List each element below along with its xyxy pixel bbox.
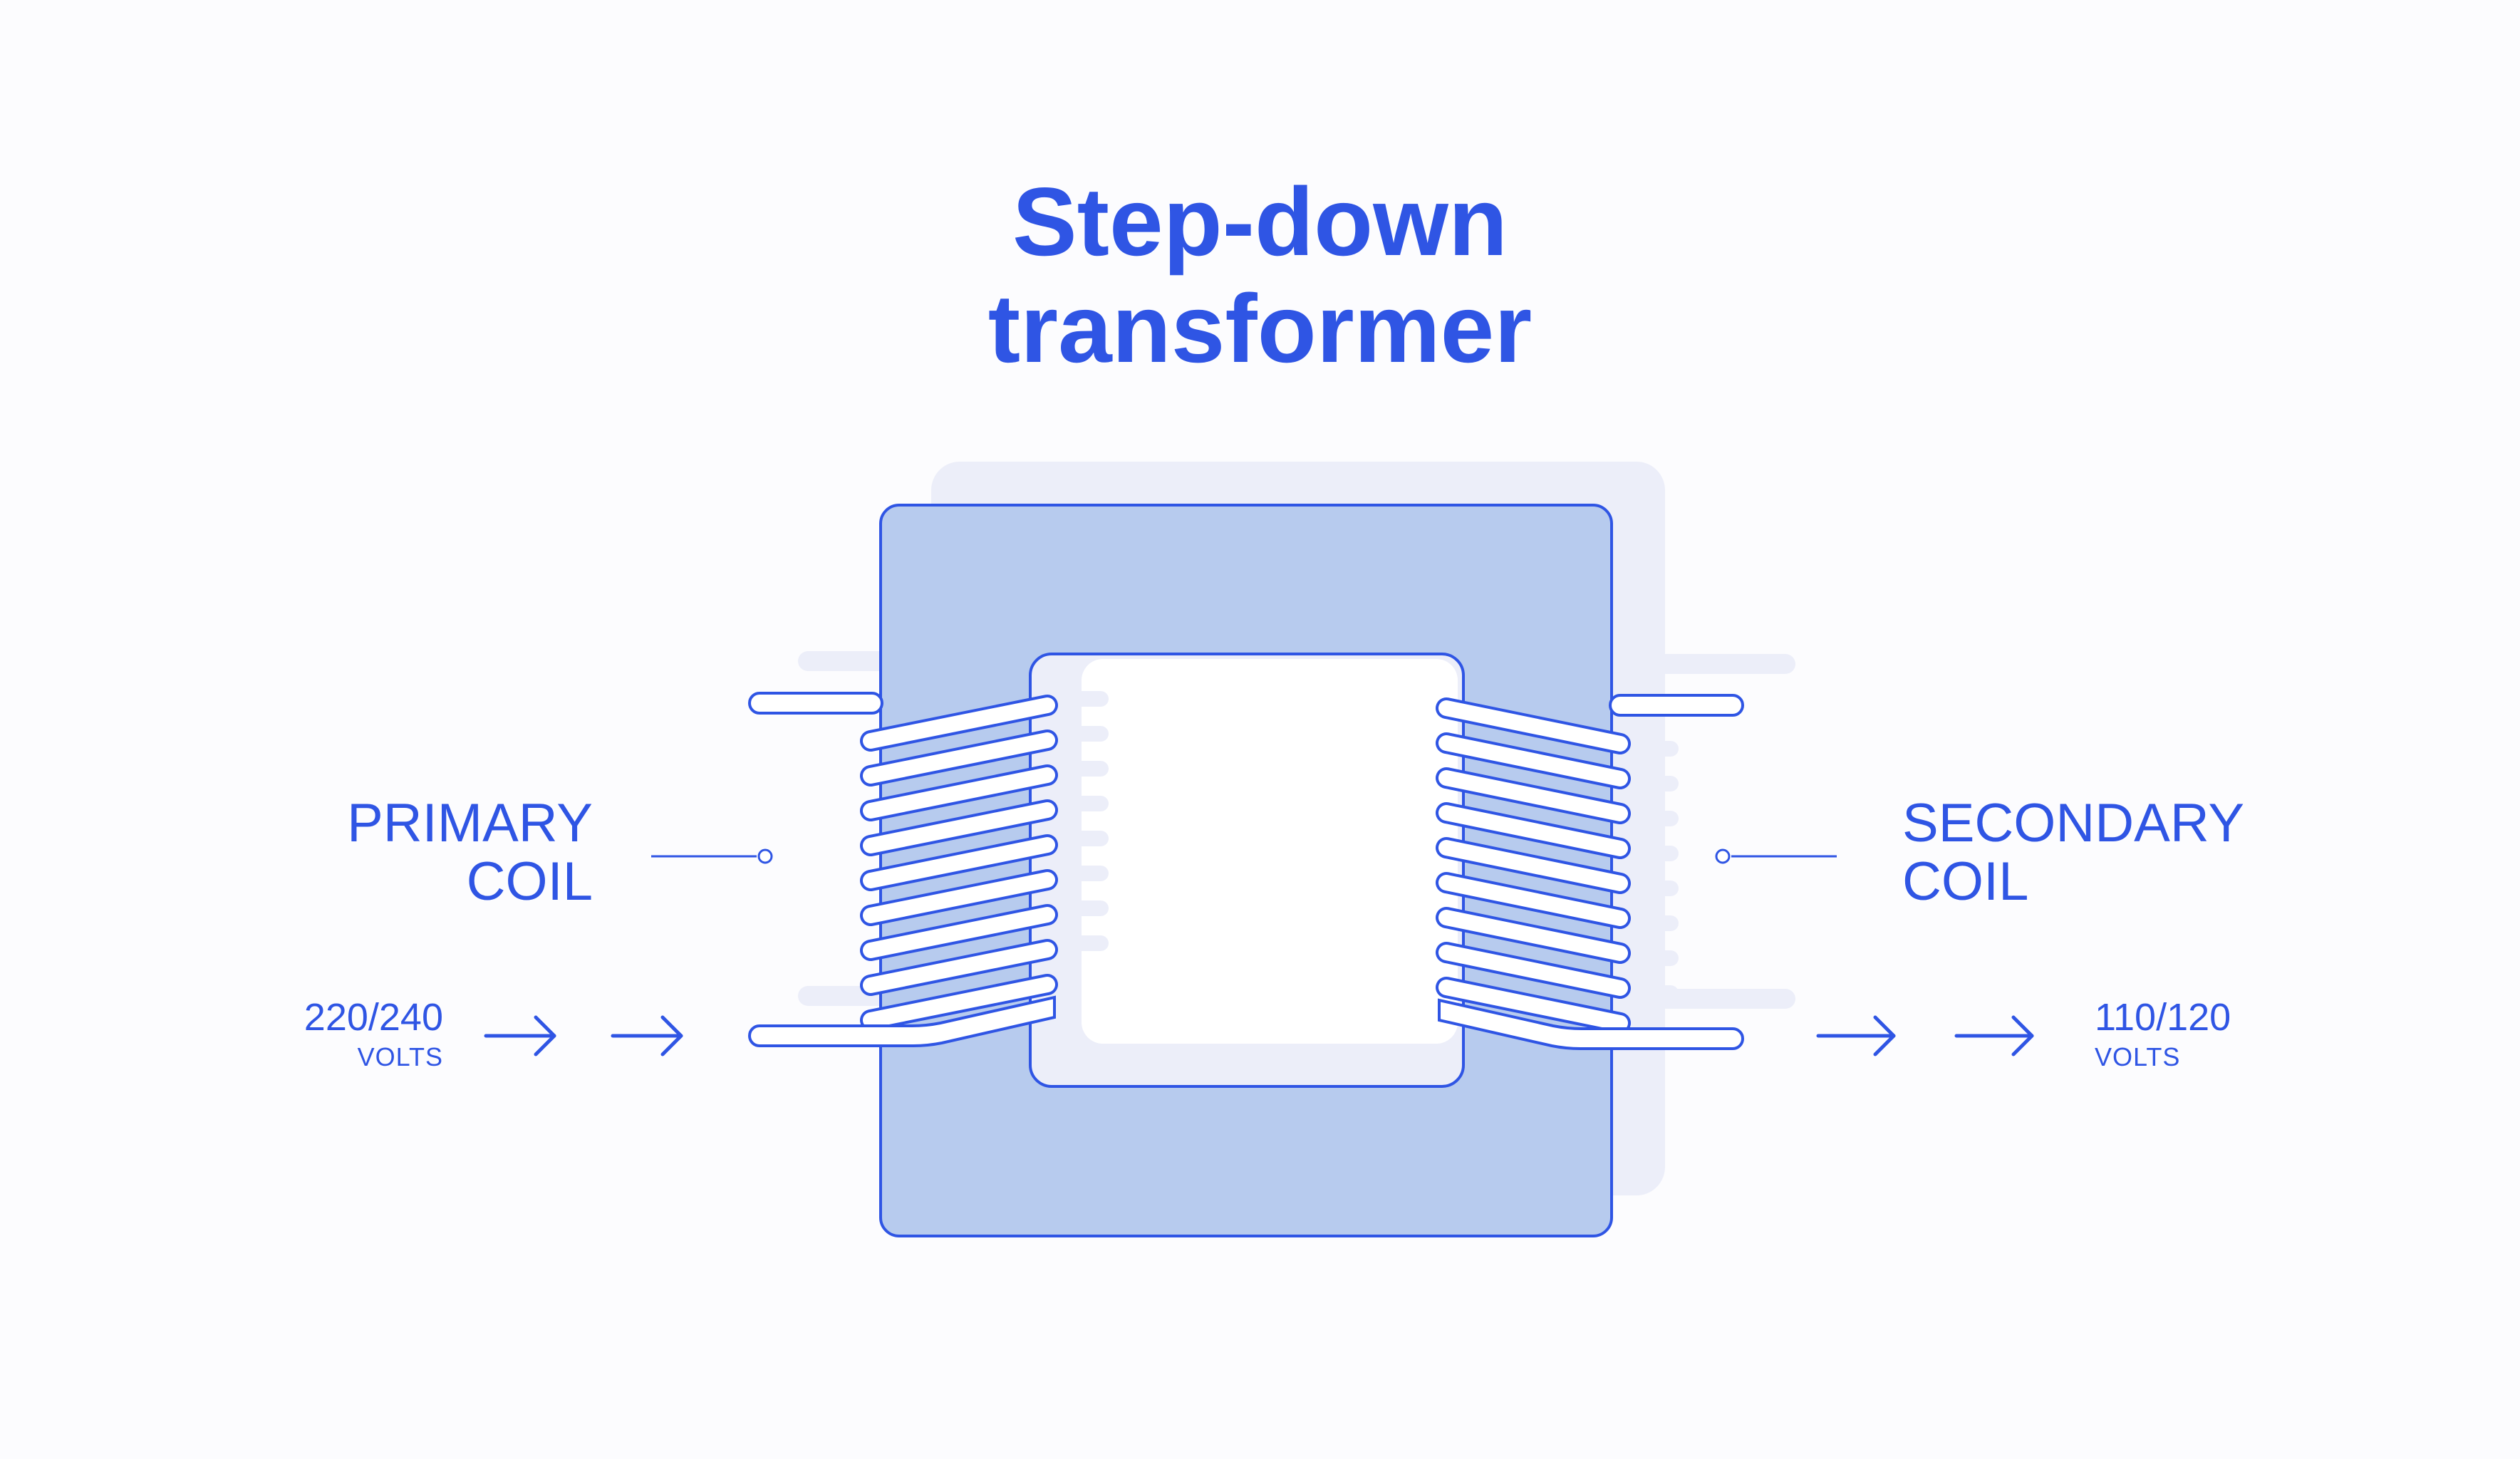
core-window-inner [1082, 659, 1458, 1044]
secondary-coil-turn [1438, 875, 1628, 926]
secondary-coil-winding [1436, 697, 1631, 1034]
input-voltage-unit: VOLTS [357, 1042, 443, 1071]
shadow-bump [1069, 831, 1109, 846]
input-arrow-1-icon [484, 1015, 556, 1056]
primary-pointer-dot [757, 848, 773, 864]
shadow-bump [1069, 796, 1109, 811]
primary-coil-turn [863, 837, 1055, 888]
secondary-coil-turn [1438, 735, 1628, 786]
shadow-bump [1069, 691, 1109, 707]
shadow-bump [1639, 985, 1679, 1001]
primary-lead-bottom [748, 995, 1056, 1047]
shadow-bump [1069, 935, 1109, 951]
secondary-lead-top [1609, 694, 1744, 717]
secondary-coil-label-line-1: SECONDARY [1902, 793, 2245, 853]
shadow-bump [1639, 915, 1679, 931]
page-title-line-1: Step-down [1012, 167, 1508, 276]
secondary-coil-turn [1438, 980, 1628, 1031]
shadow-bump [1069, 900, 1109, 916]
secondary-coil-turn [1438, 770, 1628, 821]
primary-coil-turn [863, 732, 1055, 784]
primary-coil-label: PRIMARY COIL [347, 794, 593, 911]
secondary-coil-turn [1438, 700, 1628, 752]
secondary-coil-turn [1438, 840, 1628, 891]
shadow-bump [1639, 846, 1679, 861]
secondary-coil-label-line-2: COIL [1902, 851, 2029, 912]
secondary-coil-turn [1438, 910, 1628, 961]
shadow-bump [1639, 776, 1679, 791]
output-voltage-unit: VOLTS [2095, 1042, 2181, 1071]
primary-coil-label-line-2: COIL [466, 851, 593, 912]
shadow-bump [1639, 881, 1679, 896]
secondary-lead-bottom [1438, 998, 1744, 1050]
primary-coil-turn [863, 977, 1055, 1028]
shadow-coil-bumps-right [1639, 741, 1679, 1001]
shadow-coil-bumps-left [1069, 691, 1109, 951]
primary-coil-turn [863, 942, 1055, 993]
primary-coil-turn [863, 802, 1055, 853]
shadow-bump [1069, 726, 1109, 742]
primary-coil-label-line-1: PRIMARY [347, 793, 593, 853]
primary-coil-turn [863, 907, 1055, 958]
shadow-lead-right-bottom [1653, 989, 1795, 1009]
primary-coil-turn [863, 872, 1055, 923]
output-arrow-1-icon [1816, 1015, 1896, 1056]
output-voltage-value: 110/120 [2095, 996, 2231, 1039]
shadow-bump [1069, 866, 1109, 881]
input-arrow-2-icon [611, 1015, 683, 1056]
shadow-bump [1639, 950, 1679, 966]
secondary-pointer-dot [1715, 848, 1731, 864]
primary-lead-top [748, 692, 883, 715]
primary-coil-turn [863, 697, 1055, 749]
shadow-bump [1639, 811, 1679, 826]
secondary-coil-turn [1438, 945, 1628, 996]
secondary-coil-label: SECONDARY COIL [1902, 794, 2244, 911]
secondary-coil-turn [1438, 805, 1628, 856]
output-arrow-2-icon [1954, 1015, 2034, 1056]
primary-coil-turn [863, 767, 1055, 819]
primary-coil-winding [860, 695, 1058, 1031]
input-voltage-value: 220/240 [304, 996, 443, 1039]
page-title-line-2: transformer [987, 274, 1533, 383]
shadow-bump [1069, 761, 1109, 777]
shadow-lead-right-top [1653, 654, 1795, 674]
shadow-bump [1639, 741, 1679, 757]
